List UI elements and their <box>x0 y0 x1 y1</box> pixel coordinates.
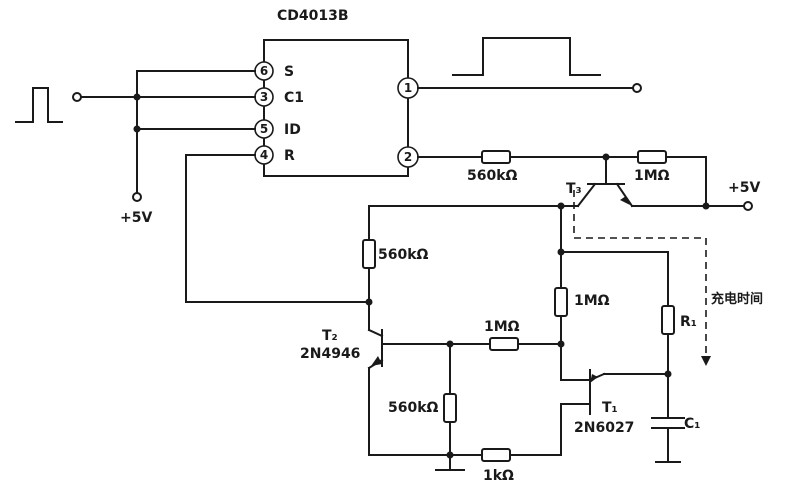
pin-label-s: S <box>284 64 294 80</box>
resistor-r-t3-label: 1MΩ <box>634 168 670 184</box>
pin-6: 6 <box>254 61 274 81</box>
right-supply-label: +5V <box>728 180 760 196</box>
resistor-r-top <box>481 150 511 164</box>
resistor-r-base-ground <box>443 393 457 423</box>
resistor-r-t2-collector-label: 560kΩ <box>378 247 429 263</box>
resistor-r-top-label: 560kΩ <box>467 168 518 184</box>
t3-ref-label: T₃ <box>566 181 582 197</box>
pin-3: 3 <box>254 87 274 107</box>
resistor-r-t2-base <box>489 337 519 351</box>
t2-part-label: 2N4946 <box>300 346 360 362</box>
resistor-r-t2-base-label: 1MΩ <box>484 319 520 335</box>
t3-rails <box>368 205 745 289</box>
resistor-r-t3 <box>637 150 667 164</box>
svg-text:1: 1 <box>404 81 412 95</box>
pin-5: 5 <box>254 119 274 139</box>
transistor-t3 <box>576 156 634 208</box>
svg-text:4: 4 <box>260 148 268 162</box>
t1-part-label: 2N6027 <box>574 420 634 436</box>
input-terminal <box>72 92 82 102</box>
pin-label-c1: C1 <box>284 90 304 106</box>
resistor-r-t1-gate-label: 1MΩ <box>574 293 610 309</box>
pin-2: 2 <box>397 146 419 168</box>
t1-ref-label: T₁ <box>602 400 618 416</box>
resistor-r-t2-collector <box>362 239 376 269</box>
qbar-wire <box>417 156 707 207</box>
ic-part-number: CD4013B <box>277 8 349 24</box>
right-supply-terminal <box>743 201 753 211</box>
transistor-t2 <box>367 328 384 370</box>
capacitor-c1 <box>651 417 685 463</box>
cd4013b-ic <box>263 39 409 177</box>
output-pulse-waveform <box>452 37 601 76</box>
charging-arrow-head <box>701 356 711 366</box>
pin-1: 1 <box>397 77 419 99</box>
svg-text:3: 3 <box>260 90 268 104</box>
input-wires <box>80 70 370 303</box>
resistor-r-base-ground-label: 560kΩ <box>388 400 439 416</box>
pin-4: 4 <box>254 145 274 165</box>
input-pulse-waveform <box>15 87 63 123</box>
pin-label-id: ID <box>284 122 301 138</box>
left-supply-label: +5V <box>120 210 152 226</box>
left-supply-terminal <box>132 192 142 202</box>
resistor-r-cathode-label: 1kΩ <box>483 468 514 484</box>
q-output-terminal <box>632 83 642 93</box>
charging-time-label: 充电时间 <box>711 291 763 307</box>
svg-text:2: 2 <box>404 150 412 164</box>
svg-text:5: 5 <box>260 122 268 136</box>
pin-label-r: R <box>284 148 295 164</box>
resistor-r-timing-label: R₁ <box>680 314 697 330</box>
capacitor-c1-label: C₁ <box>684 416 700 432</box>
transistor-t1 <box>574 369 669 415</box>
resistor-r-timing <box>661 305 675 335</box>
ground-bus <box>368 367 576 456</box>
t2-ref-label: T₂ <box>322 328 338 344</box>
svg-text:6: 6 <box>260 64 268 78</box>
charging-path-dashed <box>573 190 707 360</box>
resistor-r-cathode <box>481 448 511 462</box>
resistor-r-t1-gate <box>554 287 568 317</box>
